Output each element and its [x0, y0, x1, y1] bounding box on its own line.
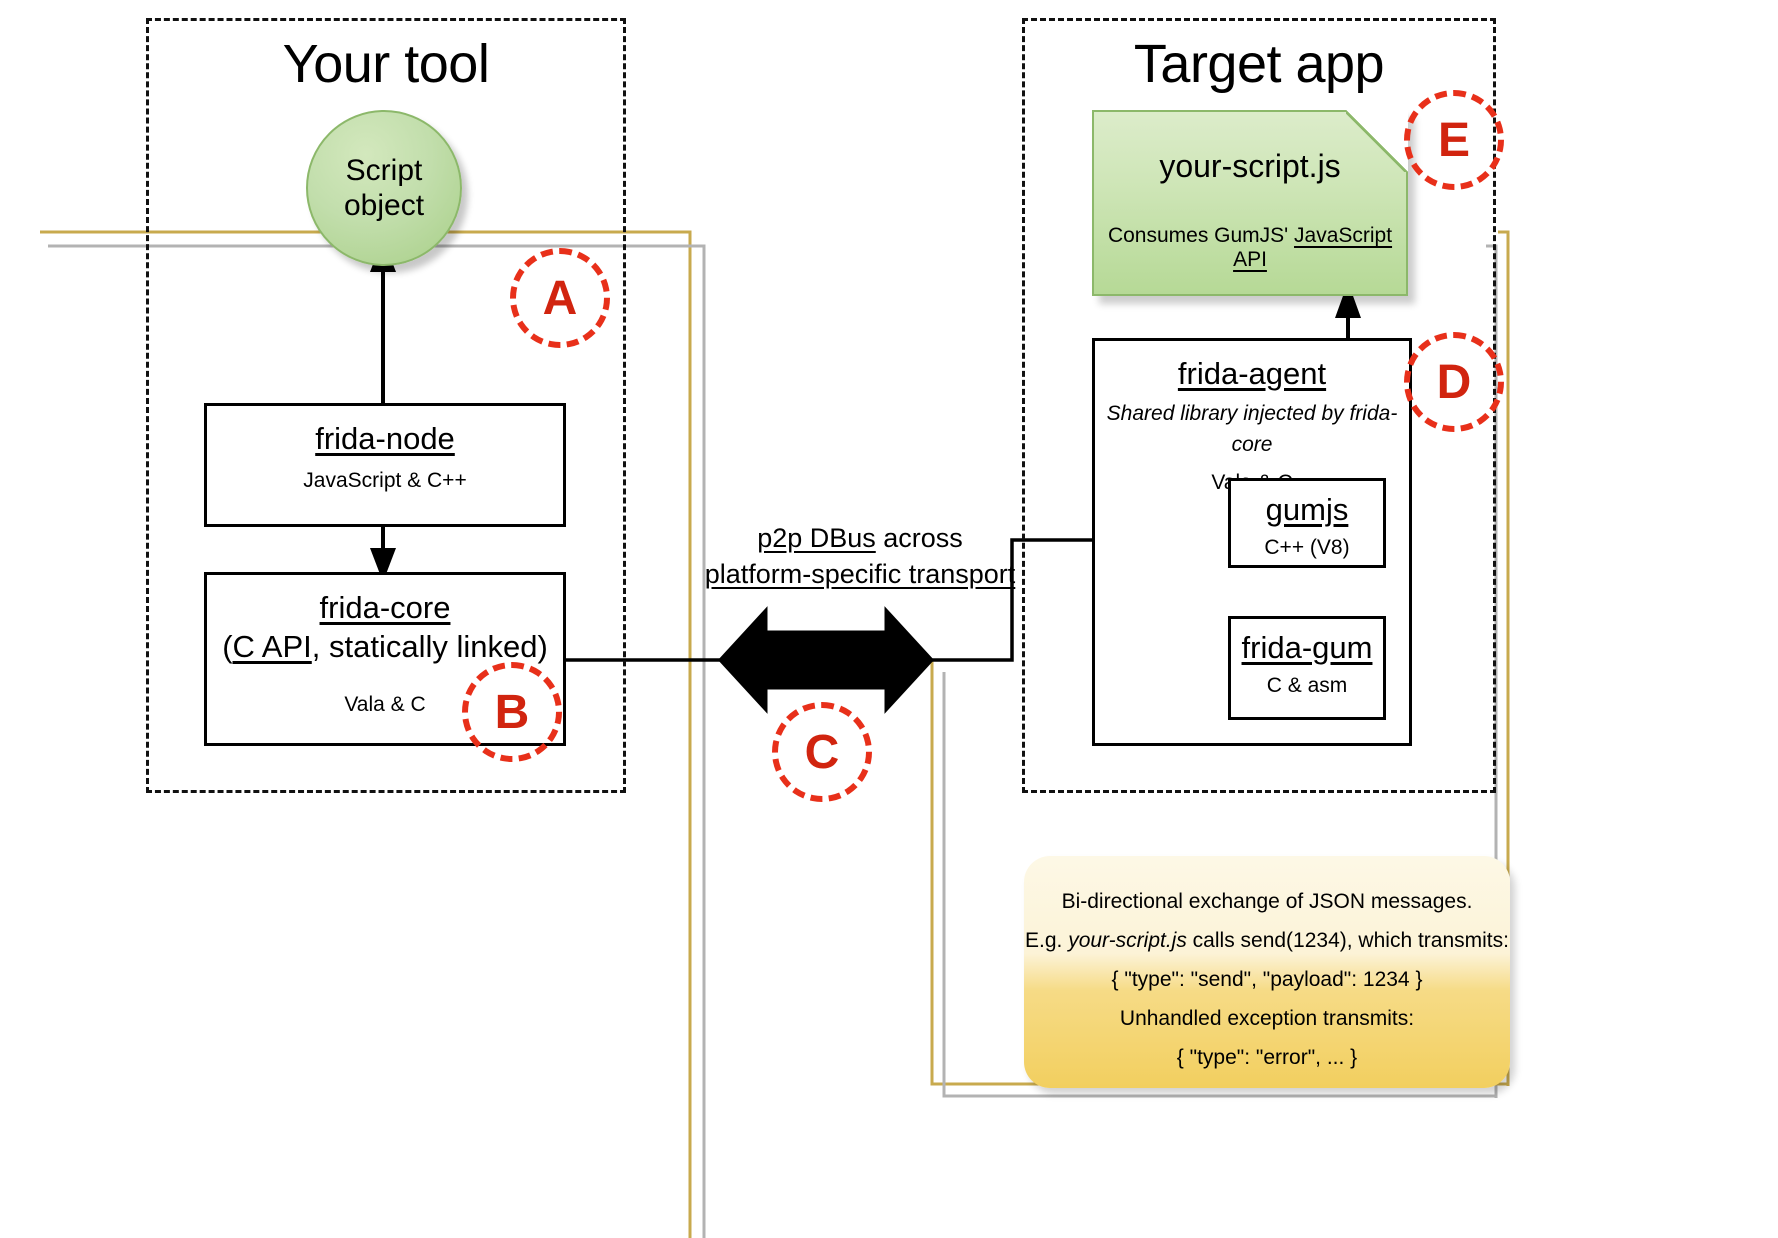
p2p-dbus-link[interactable]: p2p DBus: [757, 523, 876, 553]
frida-gum-box: frida-gum C & asm: [1228, 616, 1386, 720]
transport-line2: platform-specific transport: [704, 559, 1016, 590]
frida-core-paren-open: (: [222, 628, 233, 664]
annotation-d-label: D: [1436, 355, 1472, 409]
script-object-line1: Script: [345, 153, 423, 187]
annotation-b: B: [462, 662, 562, 762]
gumjs-subtitle: C++ (V8): [1264, 535, 1350, 559]
annotation-d: D: [1404, 332, 1504, 432]
annotation-c-label: C: [804, 725, 840, 779]
callout-line-3: { "type": "send", "payload": 1234 }: [1111, 968, 1423, 991]
gumjs-title: gumjs: [1265, 492, 1349, 527]
script-object-node: Script object: [306, 110, 462, 266]
zone-your-tool-title: Your tool: [282, 34, 490, 94]
callout-line-4: Unhandled exception transmits:: [1119, 1007, 1415, 1030]
callout-line-2: E.g. your-script.js calls send(1234), wh…: [1024, 921, 1510, 960]
frida-node-title: frida-node: [315, 421, 455, 456]
your-script-note: your-script.js Consumes GumJS' JavaScrip…: [1092, 110, 1408, 296]
json-messages-callout: Bi-directional exchange of JSON messages…: [1024, 856, 1510, 1088]
gumjs-box: gumjs C++ (V8): [1228, 478, 1386, 568]
callout-line-2-script: your-script.js: [1068, 929, 1187, 952]
note-fold-corner: [1346, 110, 1408, 172]
callout-line-1: Bi-directional exchange of JSON messages…: [1061, 890, 1473, 913]
annotation-b-label: B: [494, 685, 530, 739]
frida-core-subtitle: Vala & C: [344, 692, 426, 716]
script-object-line2: object: [343, 189, 425, 222]
your-script-note-subtitle: Consumes GumJS' JavaScript API: [1094, 224, 1406, 272]
frida-agent-title: frida-agent: [1177, 356, 1327, 391]
javascript-api-link[interactable]: JavaScript API: [1233, 224, 1393, 271]
note-sub-prefix: Consumes GumJS': [1107, 224, 1295, 247]
callout-line-5: { "type": "error", ... }: [1176, 1046, 1358, 1069]
zone-your-tool: [146, 18, 626, 793]
frida-core-c-api-link[interactable]: C API: [232, 628, 312, 664]
frida-core-api-line: (C API, statically linked): [207, 628, 563, 667]
annotation-a: A: [510, 248, 610, 348]
transport-line1: p2p DBus across: [650, 520, 1070, 556]
frida-core-title: frida-core: [319, 590, 451, 625]
zone-target-app-title: Target app: [1133, 34, 1385, 94]
callout-line-2-suffix: calls send(1234), which transmits:: [1186, 929, 1509, 952]
annotation-a-label: A: [542, 271, 578, 325]
annotation-e: E: [1404, 90, 1504, 190]
frida-agent-subtitle-italic: Shared library injected by frida-core: [1106, 401, 1398, 457]
frida-gum-title: frida-gum: [1241, 630, 1373, 665]
transport-label: p2p DBus across platform-specific transp…: [650, 520, 1070, 593]
transport-line1-suffix: across: [875, 523, 963, 553]
callout-line-2-prefix: E.g.: [1025, 929, 1069, 952]
frida-core-paren-rest: , statically linked): [311, 628, 548, 664]
frida-node-subtitle: JavaScript & C++: [303, 468, 467, 492]
frida-gum-subtitle: C & asm: [1266, 673, 1348, 697]
annotation-c: C: [772, 702, 872, 802]
frida-node-box: frida-node JavaScript & C++: [204, 403, 566, 527]
your-script-note-title: your-script.js: [1159, 148, 1341, 184]
annotation-e-label: E: [1437, 113, 1470, 167]
